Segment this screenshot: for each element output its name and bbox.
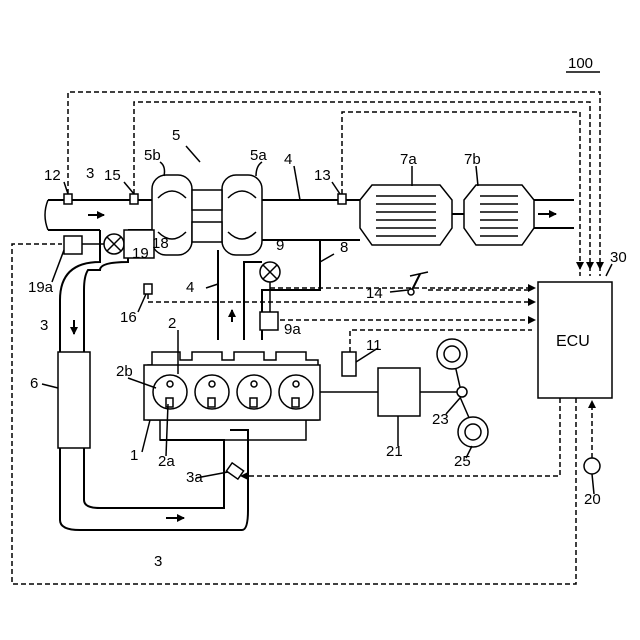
accelerator-pedal-14 <box>408 272 428 295</box>
label-5: 5 <box>172 127 180 144</box>
cooler-6 <box>58 352 90 448</box>
label-21: 21 <box>386 443 403 460</box>
label-5a: 5a <box>250 147 267 164</box>
sensor-11 <box>342 352 356 376</box>
figure-number: 100 <box>568 55 593 72</box>
label-16: 16 <box>120 309 137 326</box>
wheel-upper <box>437 339 467 369</box>
sensor-12 <box>64 194 72 204</box>
label-1: 1 <box>130 447 138 464</box>
throttle-3a <box>226 463 243 479</box>
label-13: 13 <box>314 167 331 184</box>
label-18: 18 <box>152 235 169 252</box>
signal-lines <box>12 92 600 584</box>
label-2b: 2b <box>116 363 133 380</box>
egr-valve-19 <box>104 234 124 254</box>
label-15: 15 <box>104 167 121 184</box>
label-20: 20 <box>584 491 601 508</box>
label-4-top: 4 <box>284 151 292 168</box>
label-8: 8 <box>340 239 348 256</box>
ecu-label: ECU <box>556 333 590 350</box>
differential-23 <box>455 365 470 420</box>
sensor-15 <box>130 194 138 204</box>
label-5b: 5b <box>144 147 161 164</box>
sensor-20 <box>584 458 600 474</box>
wastegate-valve-9 <box>260 262 280 282</box>
label-3-bottom: 3 <box>154 553 162 570</box>
label-9a: 9a <box>284 321 301 338</box>
label-14: 14 <box>366 285 383 302</box>
catalyst-7a <box>360 185 452 245</box>
label-25: 25 <box>454 453 471 470</box>
sensor-16 <box>144 284 152 294</box>
engine-block-1 <box>144 352 320 440</box>
label-7a: 7a <box>400 151 417 168</box>
catalyst-7b <box>452 185 534 245</box>
label-2: 2 <box>168 315 176 332</box>
label-19: 19 <box>132 245 149 262</box>
label-30: 30 <box>610 249 627 266</box>
label-3-left: 3 <box>40 317 48 334</box>
exhaust-manifold-passage <box>218 250 262 340</box>
wheel-25 <box>458 417 488 447</box>
sensor-13 <box>338 194 346 204</box>
label-3-top: 3 <box>86 165 94 182</box>
label-6: 6 <box>30 375 38 392</box>
label-4-mid: 4 <box>186 279 194 296</box>
transmission-21 <box>378 368 460 416</box>
label-19a: 19a <box>28 279 54 296</box>
label-7b: 7b <box>464 151 481 168</box>
label-12: 12 <box>44 167 61 184</box>
label-9: 9 <box>276 237 284 254</box>
egr-actuator-19a <box>64 236 104 254</box>
